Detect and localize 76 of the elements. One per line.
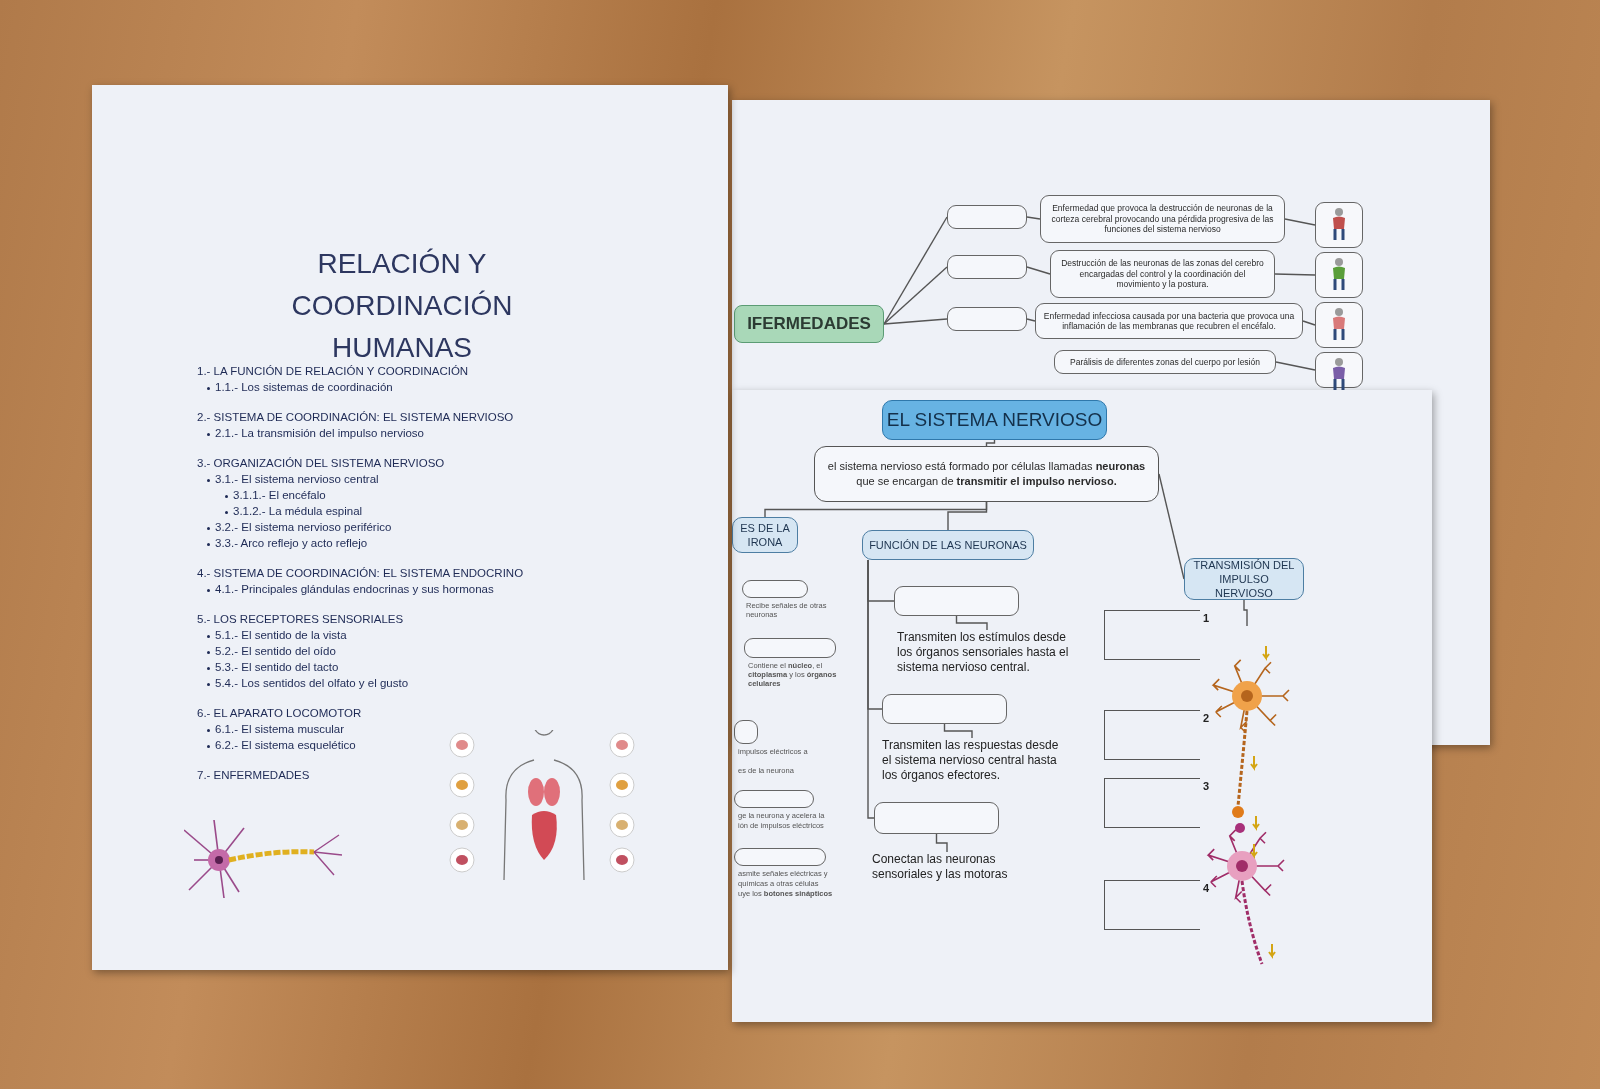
description-text: Transmiten las respuestas desde el sistema nervioso central hasta los órganos efectores. [882,738,1062,792]
contents-entry: 6.1.- El sistema muscular [215,723,345,735]
answer-box [1104,778,1200,828]
answer-box [947,205,1027,229]
description-box: Parálisis de diferentes zonas del cuerpo por lesión [1054,350,1276,374]
answer-box [734,848,826,866]
contents-entry: 3.3.- Arco reflejo y acto reflejo [215,537,368,549]
description-text: Transmiten los estímulos desde los órganos sensoriales hasta el sistema nervioso central. [897,630,1077,684]
connector-line [985,439,996,447]
title-box: EL SISTEMA NERVIOSO [882,400,1107,440]
answer-box [882,694,1007,724]
connector-line [883,318,948,325]
callout-number: 4 [1203,882,1210,894]
connector-line [1284,218,1316,226]
connector-line [935,833,948,853]
description-box: Destrucción de las neuronas de las zonas del cerebro encargadas del control y la coordinación del movimiento y la postura. [1050,250,1275,298]
callout-number: 2 [1203,712,1210,724]
answer-box [947,255,1027,279]
connector-line [883,216,948,325]
contents-entry: 2.- SISTEMA DE COORDINACIÓN: EL SISTEMA NERVIOSO [197,411,514,423]
callout-number: 3 [1203,780,1210,792]
connector-line [1026,318,1036,322]
connector-line [1158,473,1185,580]
contents-entry: 3.1.1.- El encéfalo [233,489,326,501]
contents-entry: 3.1.2.- La médula espinal [233,505,363,517]
connector-line [883,266,948,325]
contents-entry: 3.1.- El sistema nervioso central [215,473,379,485]
connector-line [947,501,988,531]
answer-box [734,720,758,744]
description-box: Enfermedad infecciosa causada por una bacteria que provoca una inflamación de las membranas que recubren el encéfalo. [1035,303,1303,339]
heading-box: TRANSMISIÓN DEL IMPULSO NERVIOSO [1184,558,1304,600]
contents-entry: 1.- LA FUNCIÓN DE RELACIÓN Y COORDINACIÓN [197,365,469,377]
answer-box [744,638,836,658]
answer-box [947,307,1027,331]
answer-box [874,802,999,834]
definition-box: el sistema nervioso está formado por células llamadas neuronas que se encargan de transmitir el impulso nervioso. [814,446,1159,502]
description-box: Enfermedad que provoca la destrucción de neuronas de la corteza cerebral provocando una pérdida progresiva de las funciones del sistema nervioso [1040,195,1285,243]
contents-entry: 3.- ORGANIZACIÓN DEL SISTEMA NERVIOSO [197,457,445,469]
connector-line [955,615,988,631]
contents-entry: 5.3.- El sentido del tacto [215,661,339,673]
answer-box [1104,880,1200,930]
heading-box: FUNCIÓN DE LAS NEURONAS [862,530,1034,560]
picture-frame [1315,202,1363,248]
contents-entry: 5.4.- Los sentidos del olfato y el gusto [215,677,409,689]
description-text: Conectan las neuronas sensoriales y las motoras [872,852,1022,892]
picture-frame [1315,252,1363,298]
contents-entry: 5.1.- El sentido de la vista [215,629,347,641]
callout-number: 1 [1203,612,1210,624]
contents-entry: 1.1.- Los sistemas de coordinación [215,381,393,393]
connector-line [1302,320,1316,326]
contents-entry: 6.- EL APARATO LOCOMOTOR [197,707,362,719]
page-title: RELACIÓN Y COORDINACIÓN HUMANAS [290,247,514,365]
answer-box [734,790,814,808]
answer-box [1104,710,1200,760]
contents-entry: 2.1.- La transmisión del impulso nervioso [215,427,425,439]
contents-entry: 7.- ENFERMEDADES [197,769,310,781]
answer-box [1104,610,1200,660]
connector-line [943,723,973,739]
picture-frame [1315,352,1363,388]
contents-entry: 3.2.- El sistema nervioso periférico [215,521,392,533]
contents-entry: 5.2.- El sentido del oído [215,645,336,657]
connector-line [1274,273,1316,276]
answer-box [894,586,1019,616]
connector-line [1275,361,1316,371]
contents-entry: 6.2.- El sistema esquelético [215,739,356,751]
connector-line [867,559,875,819]
connector-line [1026,266,1051,275]
contents-entry: 4.- SISTEMA DE COORDINACIÓN: EL SISTEMA ENDOCRINO [197,567,524,579]
connector-line [1026,216,1041,220]
picture-frame [1315,302,1363,348]
connector-line [1243,599,1248,627]
contents-entry: 5.- LOS RECEPTORES SENSORIALES [197,613,404,625]
heading-box: ES DE LA IRONA [732,517,798,553]
contents-entry: 4.1.- Principales glándulas endocrinas y sus hormonas [215,583,494,595]
title-box: IFERMEDADES [734,305,884,343]
answer-box [742,580,808,598]
